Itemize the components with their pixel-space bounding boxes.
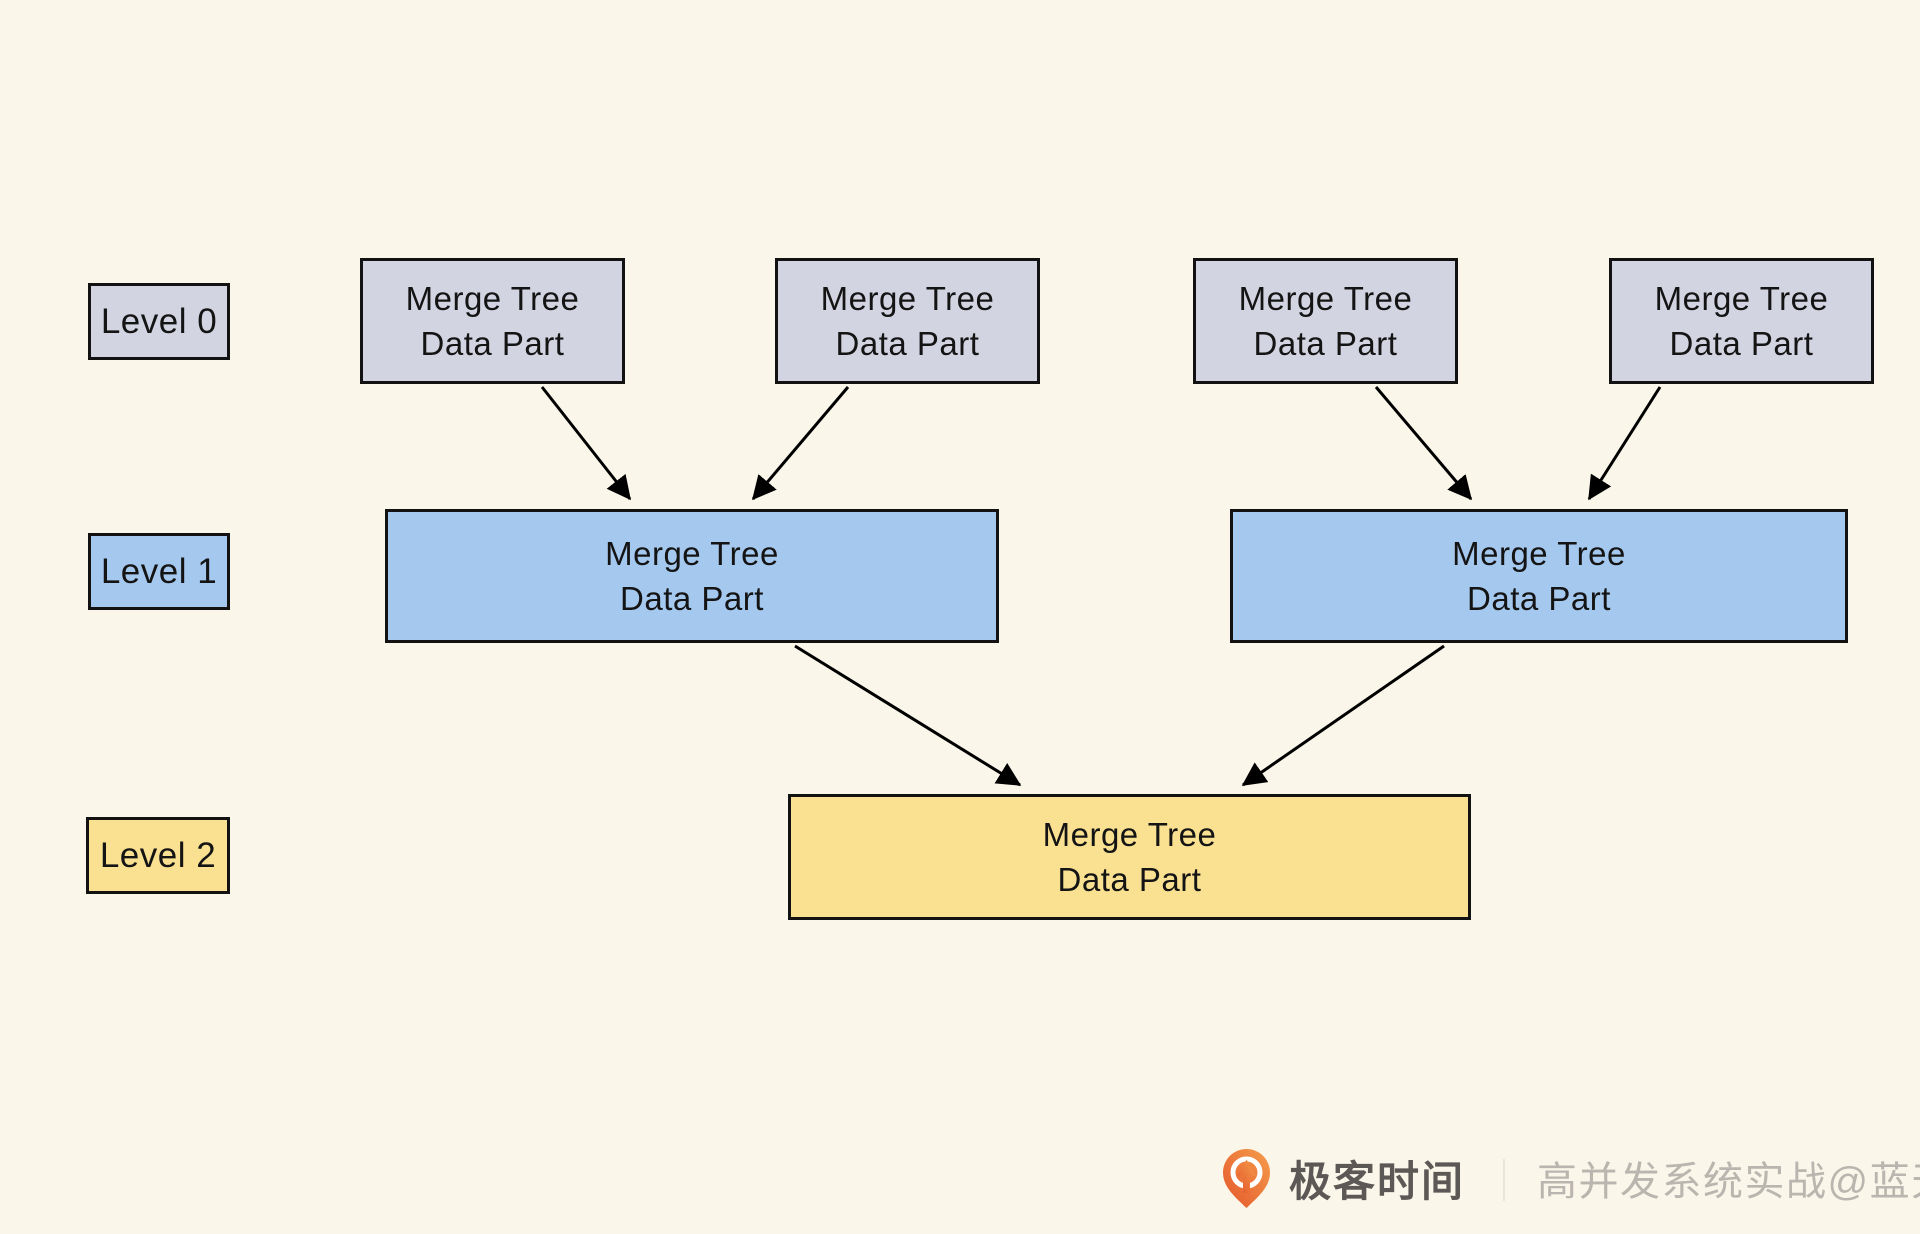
node-level0-part-1: Merge Tree Data Part [360,258,625,384]
node-level0-part-4: Merge Tree Data Part [1609,258,1874,384]
node-text-line2: Data Part [1669,325,1814,362]
node-level1-part-1: Merge Tree Data Part [385,509,999,643]
level-0-tag: Level 0 [88,283,230,360]
node-text-line2: Data Part [1253,325,1398,362]
watermark: 极客时间 ｜ 高并发系统实战@蓝天 [1221,1144,1920,1212]
arrow-l0p1-l1p1 [540,386,632,501]
node-text-line2: Data Part [620,580,764,617]
level-2-tag-label: Level 2 [99,835,217,875]
node-text-line1: Merge Tree [1654,280,1829,317]
node-text-line1: Merge Tree [605,535,779,572]
arrow-l0p3-l1p2 [1374,386,1473,501]
level-1-tag-label: Level 1 [100,551,218,591]
node-text-line1: Merge Tree [405,280,580,317]
node-level0-part-2: Merge Tree Data Part [775,258,1040,384]
node-text-line2: Data Part [1467,580,1611,617]
node-text-line2: Data Part [1057,861,1202,898]
node-text-line2: Data Part [420,325,565,362]
node-text-line1: Merge Tree [820,280,995,317]
node-text-line1: Merge Tree [1238,280,1413,317]
level-0-tag-label: Level 0 [100,301,218,341]
node-text-line1: Merge Tree [1452,535,1626,572]
arrow-l0p4-l1p2 [1587,386,1662,501]
level-2-tag: Level 2 [86,817,230,894]
node-level0-part-3: Merge Tree Data Part [1193,258,1458,384]
arrow-l1p2-l2p1 [1241,644,1445,787]
arrow-l0p2-l1p1 [751,386,850,501]
watermark-divider: ｜ [1493,1157,1515,1205]
node-level2-part-1: Merge Tree Data Part [788,794,1471,920]
level-1-tag: Level 1 [88,533,230,610]
watermark-brand-text: 极客时间 [1289,1157,1466,1205]
geektime-logo-icon [1223,1148,1270,1208]
watermark-credit-text: 高并发系统实战@蓝天 [1537,1160,1920,1204]
node-level1-part-2: Merge Tree Data Part [1230,509,1848,643]
node-text-line2: Data Part [835,325,980,362]
arrow-l1p1-l2p1 [794,644,1022,787]
node-text-line1: Merge Tree [1042,816,1217,853]
